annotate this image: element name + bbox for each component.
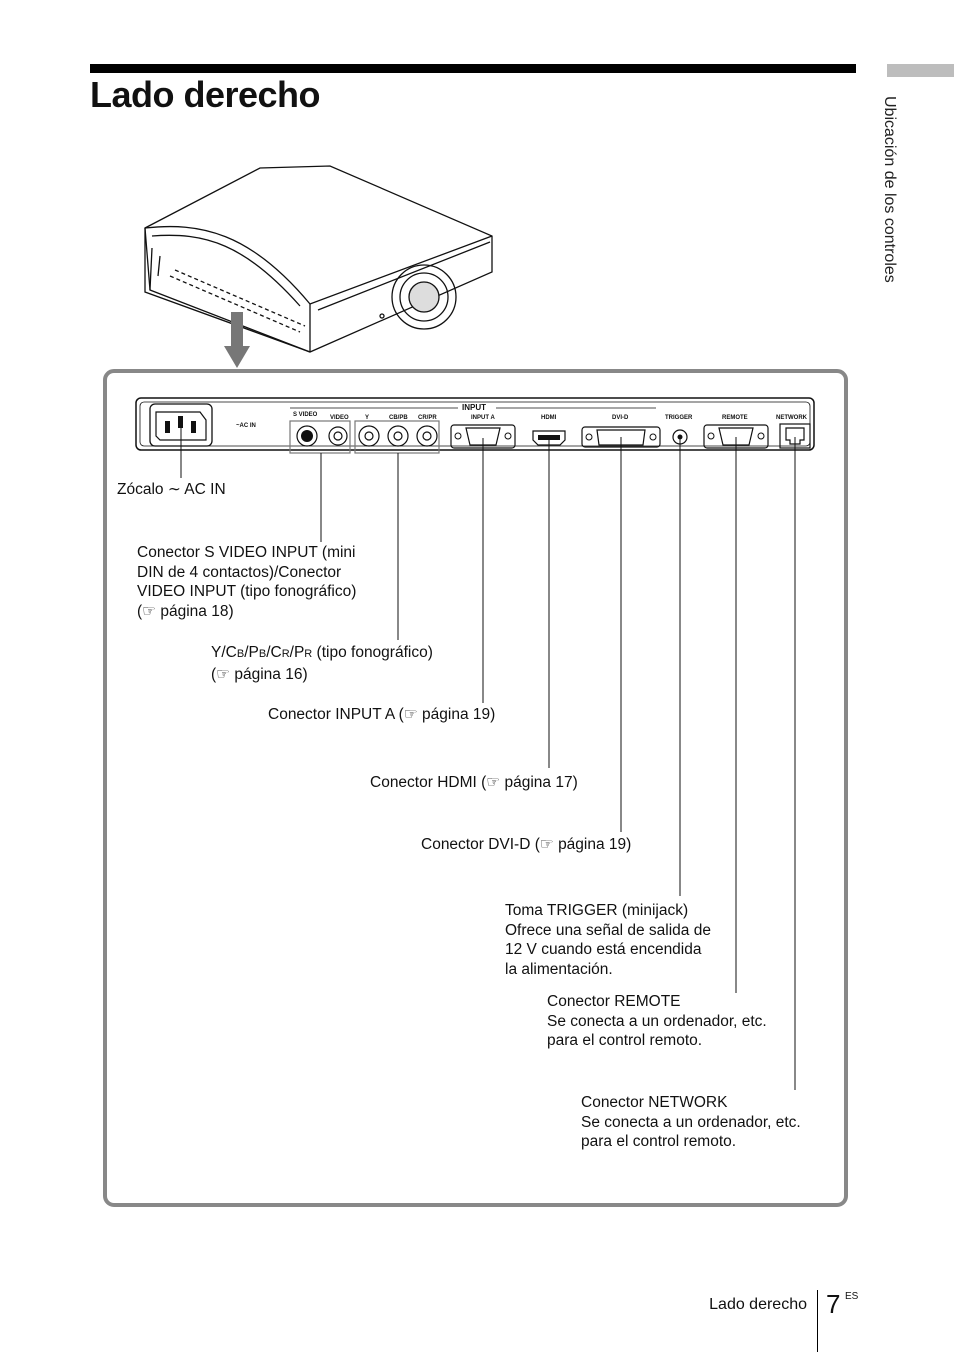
svg-text:S VIDEO: S VIDEO — [293, 412, 318, 418]
svg-text:CR/PR: CR/PR — [418, 415, 437, 421]
footer-section-label: Lado derecho — [709, 1296, 807, 1313]
label-ac-in: Zócalo ∼ AC IN — [117, 481, 226, 498]
label-remote: Conector REMOTE Se conecta a un ordenado… — [547, 993, 767, 1049]
svg-text:DVI-D: DVI-D — [612, 415, 629, 421]
label-input-a: Conector INPUT A (☞ página 19) — [268, 706, 496, 723]
svg-text:VIDEO: VIDEO — [330, 415, 349, 421]
svg-text:NETWORK: NETWORK — [776, 415, 808, 421]
page-language-suffix: ES — [845, 1291, 859, 1302]
svg-text:CB/PB: CB/PB — [389, 415, 408, 421]
footer-divider — [817, 1290, 818, 1352]
section-tab-marker — [887, 64, 954, 77]
svg-text:REMOTE: REMOTE — [722, 415, 748, 421]
diagram-frame — [103, 369, 848, 1207]
ac-wave-icon: ∼ — [167, 481, 181, 498]
label-hdmi: Conector HDMI (☞ página 17) — [370, 774, 578, 791]
leader-lines — [180, 424, 796, 1090]
label-dvi-d: Conector DVI-D (☞ página 19) — [421, 836, 632, 853]
svg-text:Y: Y — [365, 415, 369, 421]
down-arrow-icon — [224, 312, 250, 368]
page-number: 7 — [826, 1289, 841, 1319]
svg-text:INPUT A: INPUT A — [471, 415, 495, 421]
page-title: Lado derecho — [90, 74, 321, 115]
label-component: Y/CB/PB/CR/PR (tipo fonográfico) (☞ pági… — [211, 644, 433, 683]
connector-panel: ~AC IN INPUT S VIDEO VIDEO Y CB/PB CR/PR… — [135, 397, 815, 454]
svg-text:~AC IN: ~AC IN — [236, 423, 256, 429]
projector-illustration — [144, 165, 493, 353]
label-trigger: Toma TRIGGER (minijack) Ofrece una señal… — [505, 902, 711, 978]
label-s-video: Conector S VIDEO INPUT (mini DIN de 4 co… — [137, 544, 357, 620]
svg-text:HDMI: HDMI — [541, 415, 557, 421]
svg-text:TRIGGER: TRIGGER — [665, 415, 693, 421]
svg-text:INPUT: INPUT — [462, 403, 486, 412]
title-rule — [90, 64, 856, 73]
label-network: Conector NETWORK Se conecta a un ordenad… — [581, 1094, 801, 1150]
section-vertical-label: Ubicación de los controles — [881, 96, 898, 283]
